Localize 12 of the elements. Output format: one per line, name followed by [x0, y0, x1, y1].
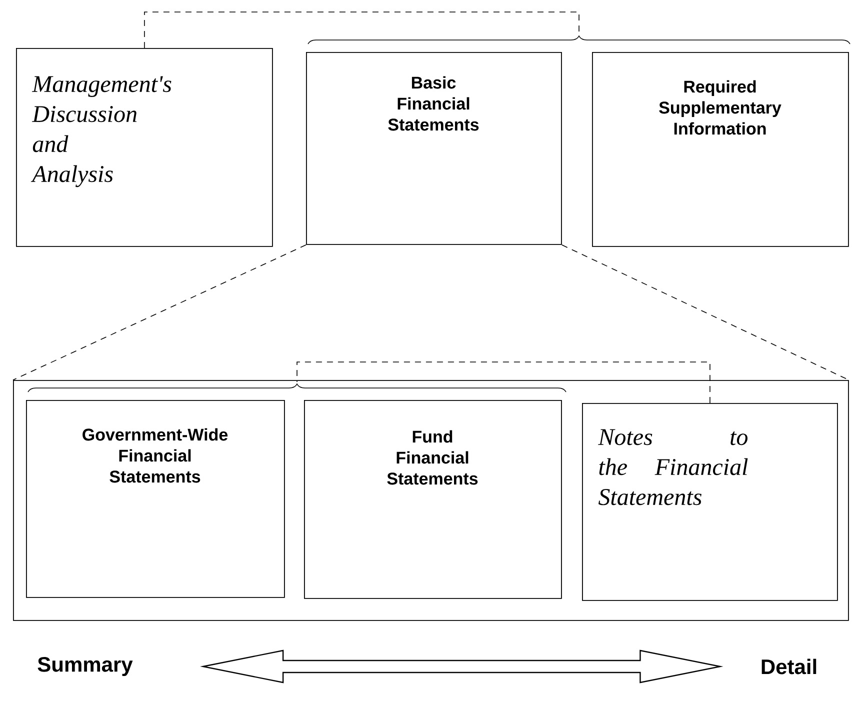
statement-box: Fund Financial Statements	[304, 400, 562, 599]
section-box	[13, 380, 849, 621]
axis-label: Detail	[762, 658, 816, 674]
statement-box: Management's Discussion and Analysis	[16, 48, 273, 247]
statement-box: Required Supplementary Information	[592, 52, 849, 247]
connector-line	[296, 362, 710, 404]
statement-box: Basic Financial Statements	[306, 52, 562, 245]
connector-line	[144, 12, 580, 48]
connector-line	[12, 244, 306, 380]
statement-box: Notes to the Financial Statements	[582, 403, 838, 601]
axis-label: Summary	[38, 657, 133, 676]
statement-box: Government-Wide Financial Statements	[26, 400, 285, 598]
